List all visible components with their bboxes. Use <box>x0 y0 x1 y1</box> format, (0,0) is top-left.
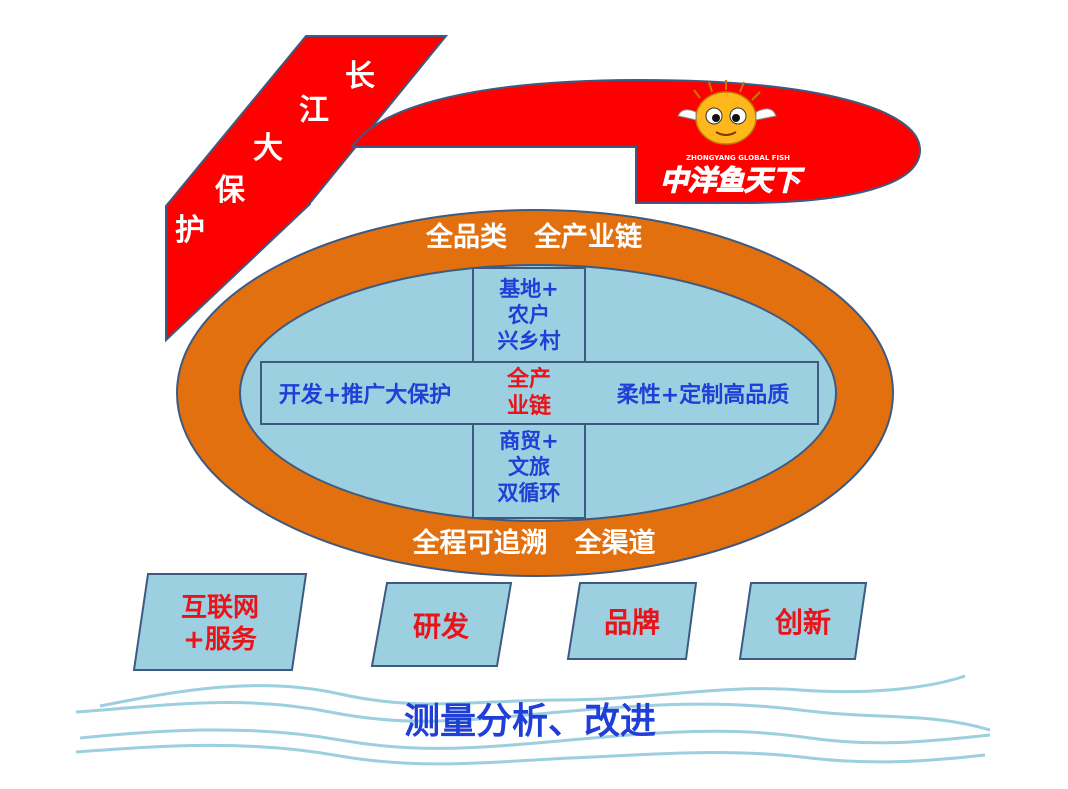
cross-bottom-line-1: 商贸+ <box>499 429 559 453</box>
pillar-shape-innovation <box>738 582 868 660</box>
banner-char-2: 江 <box>299 93 329 128</box>
cross-top-line-1: 基地+ <box>499 277 559 301</box>
banner-char-5: 护 <box>175 213 205 248</box>
wave-line-1 <box>99 674 966 708</box>
banner-char-4: 保 <box>215 173 246 208</box>
cross-center-line-2: 业链 <box>507 393 551 419</box>
pillar-brand-text: 品牌 <box>604 606 660 639</box>
cross-right-text: 柔性+定制高品质 <box>617 382 789 408</box>
logo-text: 中洋鱼天下 <box>660 164 805 197</box>
cross-bottom-line-3: 双循环 <box>498 481 561 505</box>
pillar-rnd-text: 研发 <box>413 610 469 643</box>
banner-char-3: 大 <box>253 131 283 166</box>
pillar-internet-line-2: +服务 <box>183 625 257 655</box>
logo-subtext: ZHONGYANG GLOBAL FISH <box>686 154 790 162</box>
banner-shape <box>165 35 449 343</box>
cross-top-line-3: 兴乡村 <box>498 329 561 353</box>
pillar-shape-rnd <box>370 582 513 667</box>
cross-bottom-line-2: 文旅 <box>508 455 550 479</box>
outer-bottom-text: 全程可追溯 全渠道 <box>412 527 656 559</box>
banner: 长 江 大 保 护 <box>165 35 449 343</box>
wave-line-4 <box>75 743 986 766</box>
pillars: 互联网 +服务 研发 品牌 创新 <box>132 573 868 671</box>
outer-top-text: 全品类 全产业链 <box>425 221 642 253</box>
cross: 基地+ 农户 兴乡村 开发+推广大保护 柔性+定制高品质 全产 业链 商贸+ 文… <box>260 267 819 519</box>
wave-line-3 <box>79 728 991 750</box>
cross-left-text: 开发+推广大保护 <box>279 382 451 408</box>
cross-top-line-2: 农户 <box>507 303 550 327</box>
pillar-internet-line-1: 互联网 <box>181 593 259 623</box>
cross-center-line-1: 全产 <box>506 366 551 392</box>
pillar-innovation-text: 创新 <box>774 606 831 639</box>
waves <box>75 674 991 766</box>
base-text: 测量分析、改进 <box>404 701 656 742</box>
logo-panel-shape <box>350 78 922 204</box>
logo-panel: ZHONGYANG GLOBAL FISH 中洋鱼天下 <box>350 78 922 204</box>
pufferfish-mascot-icon <box>677 80 777 145</box>
wave-line-2 <box>75 701 991 732</box>
pillar-shape-internet <box>132 573 308 671</box>
banner-char-1: 长 <box>345 59 375 94</box>
pillar-shape-brand <box>566 582 698 660</box>
